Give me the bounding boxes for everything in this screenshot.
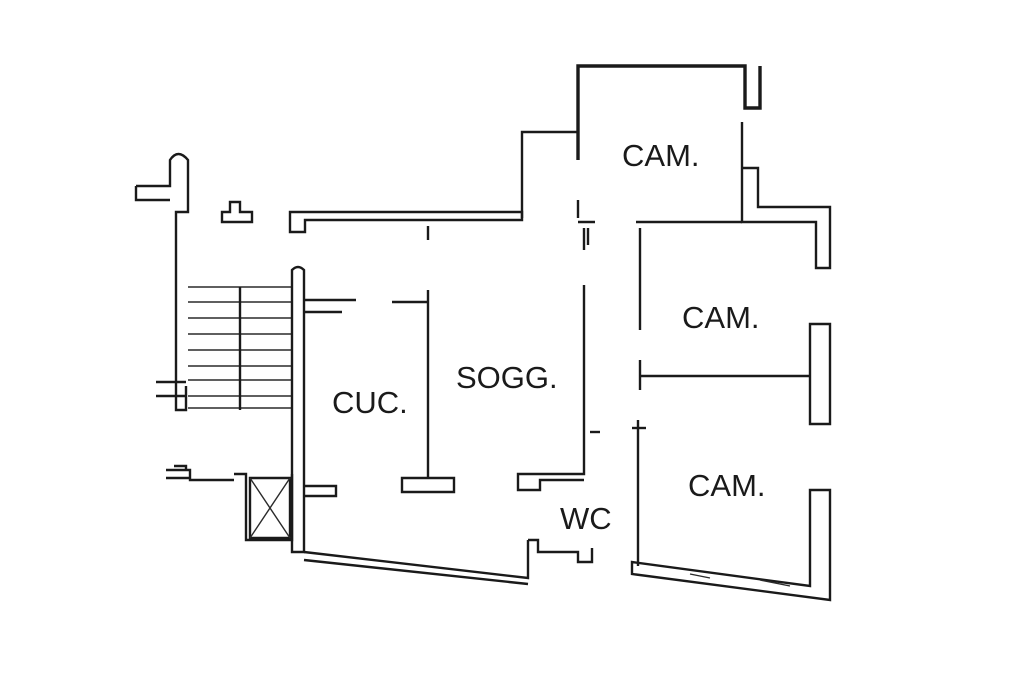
staircase xyxy=(134,152,306,554)
wall-bottom-bedroom xyxy=(630,488,832,602)
room-label-cam-top: CAM. xyxy=(622,138,700,173)
room-label-soggiorno: SOGG. xyxy=(456,360,558,395)
wall-kitchen xyxy=(304,290,456,498)
room-label-wc: WC xyxy=(560,501,612,536)
stair-steps xyxy=(188,286,292,410)
room-label-cucina: CUC. xyxy=(332,385,408,420)
elevator-shaft xyxy=(166,464,294,542)
room-label-cam-bottom: CAM. xyxy=(688,468,766,503)
wall-middle-bedroom xyxy=(640,322,832,426)
wall-living xyxy=(516,228,600,492)
wall-south xyxy=(303,540,530,586)
wall-top-bedroom xyxy=(520,64,832,270)
room-label-cam-middle: CAM. xyxy=(682,300,760,335)
wall-north-corridor xyxy=(288,210,742,240)
